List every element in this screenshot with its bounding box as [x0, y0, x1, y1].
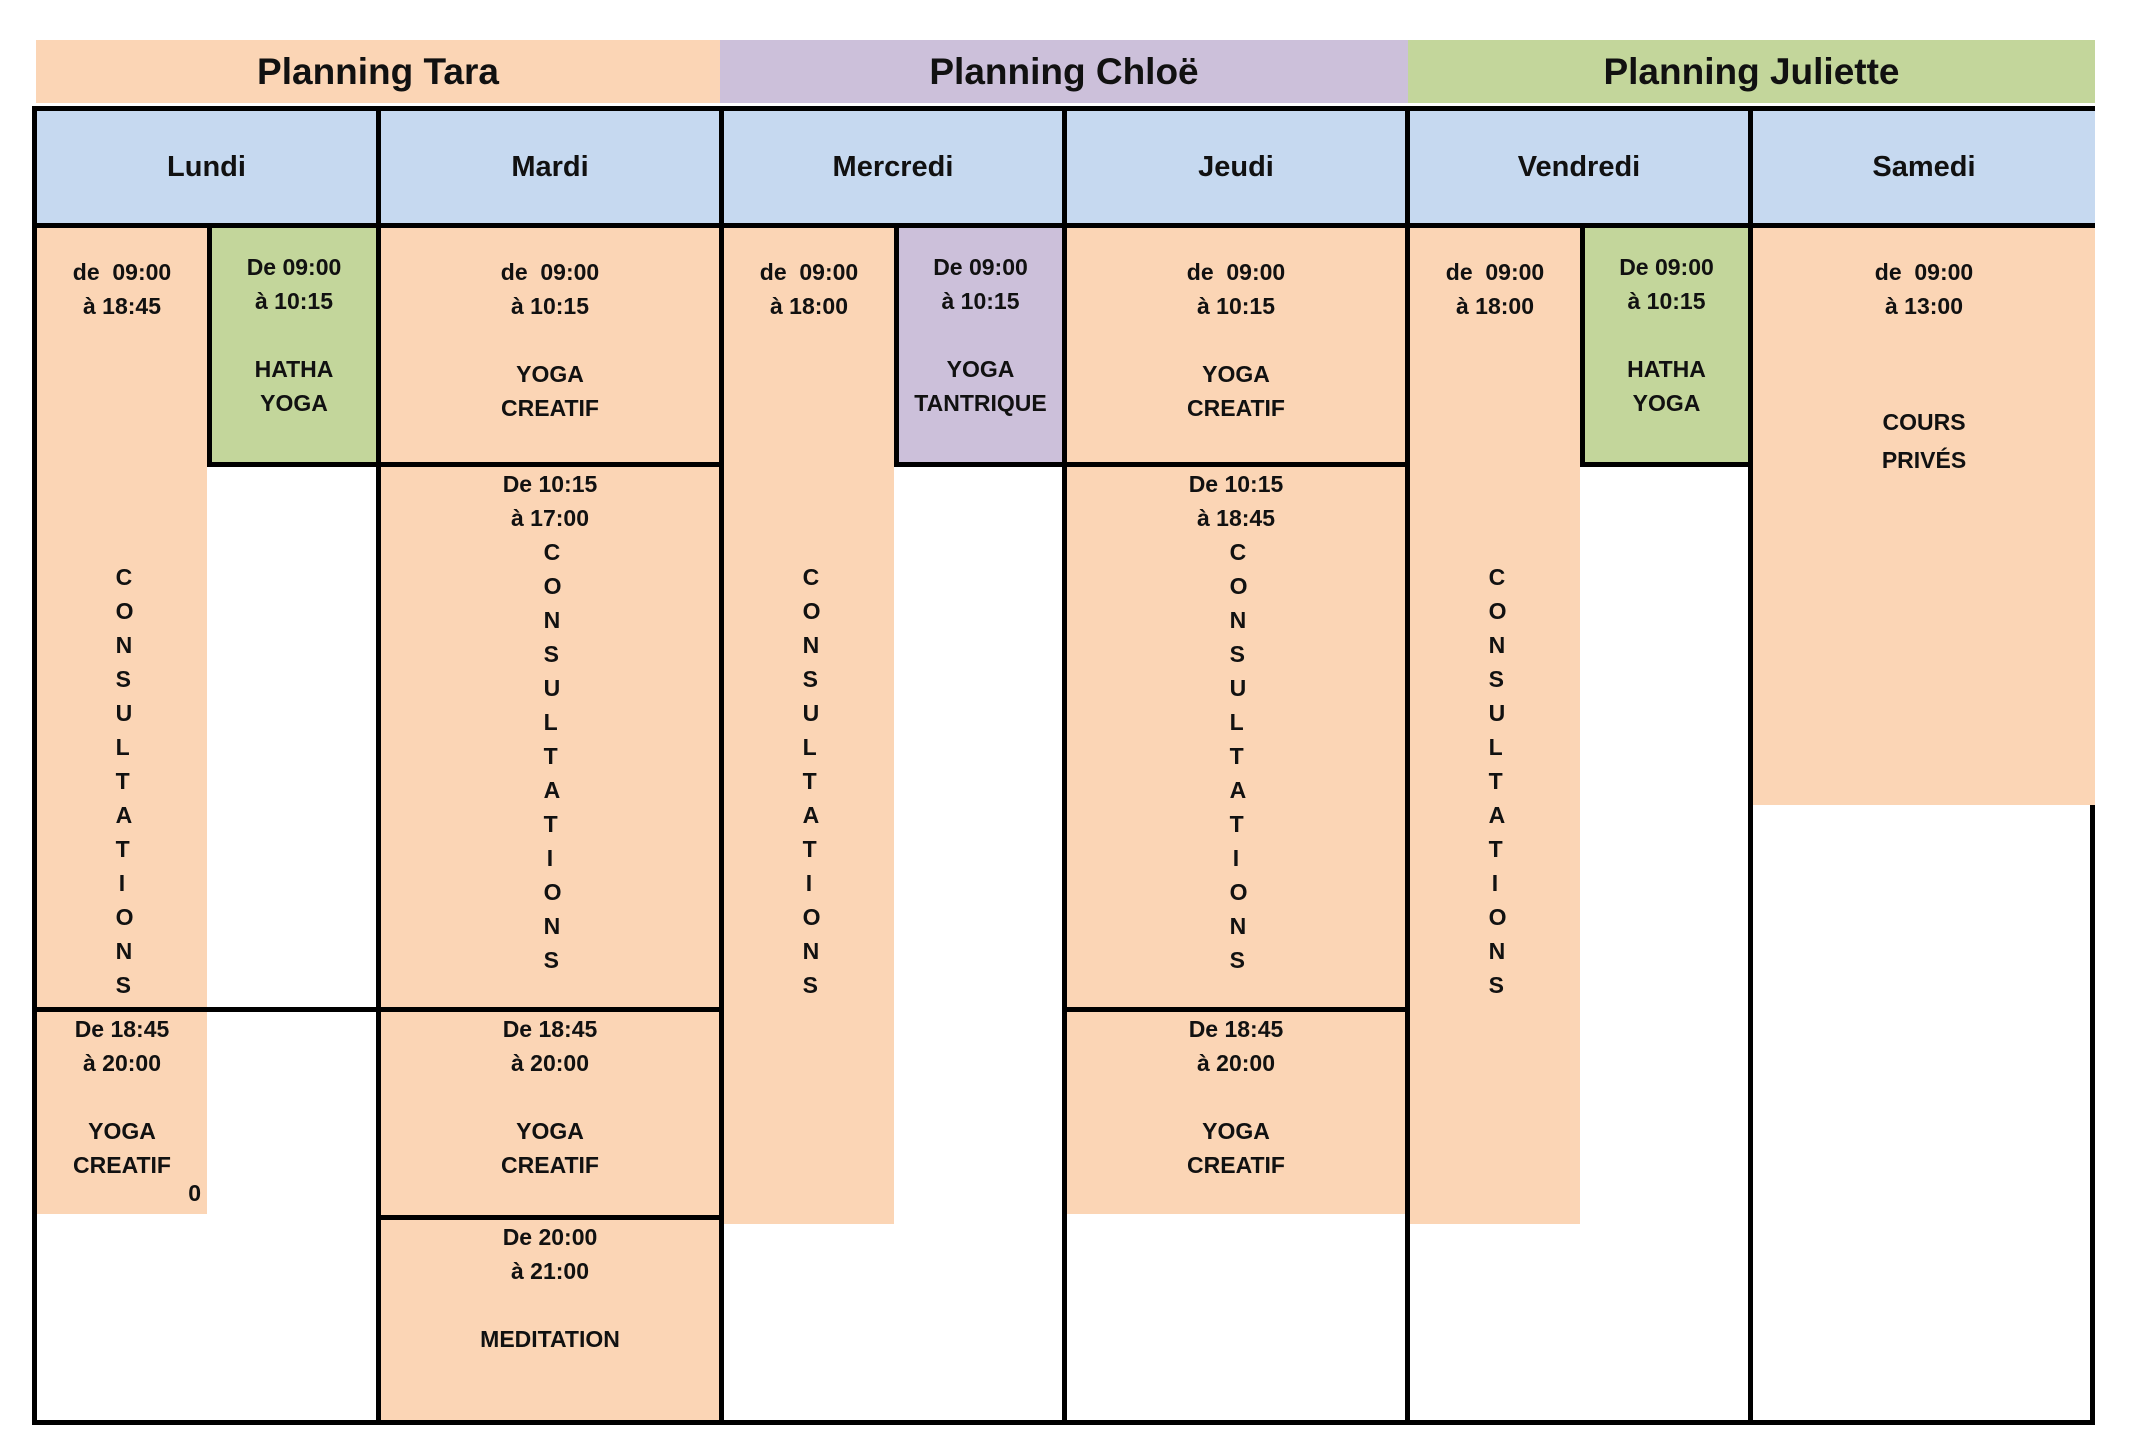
block-label: YOGA CREATIF: [73, 1118, 171, 1178]
vendredi-consultations-block: de 09:00 à 18:00 CONSULTATIONS: [1410, 228, 1580, 1224]
column-divider: [376, 111, 381, 1420]
block-time: De 09:00 à 10:15: [933, 254, 1028, 314]
planning-header-chloe: Planning Chloë: [720, 40, 1408, 103]
block-label: HATHA YOGA: [254, 356, 334, 416]
day-header-mardi: Mardi: [381, 111, 719, 223]
lundi-consultations-block: de 09:00 à 18:45 CONSULTATIONS: [37, 228, 207, 1012]
jeudi-yoga-creatif-evening-block: De 18:45 à 20:00 YOGA CREATIF: [1067, 1007, 1405, 1214]
block-time: De 18:45 à 20:00: [74, 1016, 170, 1076]
block-label-vertical: CONSULTATIONS: [1229, 539, 1248, 973]
jeudi-consultations-block: De 10:15 à 18:45 CONSULTATIONS: [1067, 462, 1405, 1007]
block-time: De 10:15 à 18:45: [1188, 471, 1284, 531]
block-time: De 18:45 à 20:00: [1188, 1016, 1284, 1076]
block-time: de 09:00 à 18:00: [759, 259, 859, 319]
weekly-schedule-grid: Lundi Mardi Mercredi Jeudi Vendredi Same…: [32, 106, 2095, 1425]
mardi-yoga-creatif-block: de 09:00 à 10:15 YOGA CREATIF: [381, 228, 719, 462]
samedi-cours-prives-block: de 09:00 à 13:00 COURS PRIVÉS: [1753, 228, 2095, 805]
day-header-vendredi: Vendredi: [1410, 111, 1748, 223]
header-divider: [37, 223, 2090, 228]
block-label: YOGA CREATIF: [1187, 1118, 1285, 1178]
column-divider: [719, 111, 724, 1420]
block-label: YOGA CREATIF: [501, 361, 599, 421]
block-time: De 09:00 à 10:15: [246, 254, 342, 314]
block-time: de 09:00 à 18:00: [1445, 259, 1545, 319]
mardi-consultations-block: De 10:15 à 17:00 CONSULTATIONS: [381, 462, 719, 1007]
column-divider: [1405, 111, 1410, 1420]
mercredi-yoga-tantrique-block: De 09:00 à 10:15 YOGA TANTRIQUE: [894, 228, 1062, 467]
block-time: De 09:00 à 10:15: [1619, 254, 1714, 314]
lundi-hatha-yoga-block: De 09:00 à 10:15 HATHA YOGA: [207, 228, 376, 467]
row-divider: [207, 1007, 376, 1012]
block-time: de 09:00 à 18:45: [72, 259, 172, 319]
mardi-meditation-block: De 20:00 à 21:00 MEDITATION: [381, 1215, 719, 1420]
block-label: HATHA YOGA: [1627, 356, 1706, 416]
mardi-yoga-creatif-evening-block: De 18:45 à 20:00 YOGA CREATIF: [381, 1007, 719, 1215]
block-time: de 09:00 à 13:00: [1874, 259, 1974, 319]
jeudi-yoga-creatif-block: de 09:00 à 10:15 YOGA CREATIF: [1067, 228, 1405, 462]
block-time: De 18:45 à 20:00: [502, 1016, 598, 1076]
block-label-vertical: CONSULTATIONS: [802, 564, 821, 998]
block-label: YOGA CREATIF: [1187, 361, 1285, 421]
vendredi-hatha-yoga-block: De 09:00 à 10:15 HATHA YOGA: [1580, 228, 1748, 467]
block-time: de 09:00 à 10:15: [500, 259, 600, 319]
block-label-vertical: CONSULTATIONS: [115, 564, 134, 998]
block-time: de 09:00 à 10:15: [1186, 259, 1286, 319]
block-label: YOGA TANTRIQUE: [914, 356, 1047, 416]
block-note: 0: [188, 1180, 201, 1206]
column-divider: [1062, 111, 1067, 1420]
day-header-jeudi: Jeudi: [1067, 111, 1405, 223]
planning-header-juliette: Planning Juliette: [1408, 40, 2095, 103]
day-header-samedi: Samedi: [1753, 111, 2095, 223]
planning-header-tara: Planning Tara: [36, 40, 720, 103]
mercredi-consultations-block: de 09:00 à 18:00 CONSULTATIONS: [724, 228, 894, 1224]
day-header-lundi: Lundi: [37, 111, 376, 223]
day-header-mercredi: Mercredi: [724, 111, 1062, 223]
block-label-vertical: CONSULTATIONS: [543, 539, 562, 973]
column-divider: [1748, 111, 1753, 1420]
lundi-yoga-creatif-block: De 18:45 à 20:00 YOGA CREATIF 0: [37, 1007, 207, 1214]
block-label: COURS PRIVÉS: [1881, 409, 1967, 473]
block-label: YOGA CREATIF: [501, 1118, 599, 1178]
block-label: MEDITATION: [480, 1326, 620, 1352]
block-label-vertical: CONSULTATIONS: [1488, 564, 1507, 998]
block-time: De 20:00 à 21:00: [502, 1224, 598, 1284]
block-time: De 10:15 à 17:00: [502, 471, 598, 531]
